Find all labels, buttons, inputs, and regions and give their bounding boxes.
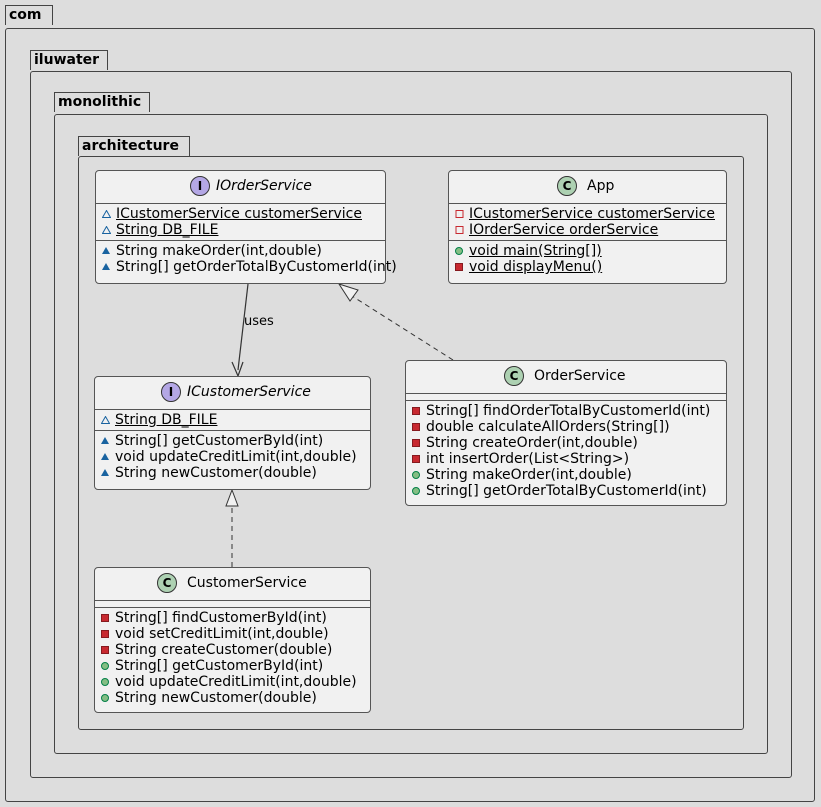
public-visibility-icon: [101, 678, 109, 686]
public-visibility-icon: [101, 694, 109, 702]
package-tab-com: com: [5, 5, 53, 25]
fields-section: ICustomerService customerService IOrderS…: [449, 204, 726, 241]
public-visibility-icon: [101, 662, 109, 670]
method-item: void displayMenu(): [455, 259, 726, 275]
private-visibility-icon: [455, 210, 464, 218]
class-icon: C: [504, 366, 524, 386]
method-item: String[] findOrderTotalByCustomerId(int): [412, 403, 726, 419]
package-visibility-icon: [102, 210, 111, 218]
class-header: C OrderService: [406, 361, 726, 394]
class-header: C CustomerService: [95, 568, 370, 601]
fields-section: String DB_FILE: [95, 410, 370, 431]
uses-arrowhead: [231, 361, 244, 378]
methods-section: String[] getCustomerById(int) void updat…: [95, 431, 370, 483]
class-icon: C: [557, 176, 577, 196]
package-visibility-icon: [101, 437, 109, 444]
fields-section: [95, 601, 370, 608]
orderservice-realization-line: [351, 295, 454, 361]
package-iluwater: [30, 71, 792, 778]
private-visibility-icon: [412, 407, 420, 415]
method-item: String makeOrder(int,double): [412, 467, 726, 483]
package-tab-architecture: architecture: [78, 136, 190, 156]
class-header: C App: [449, 171, 726, 204]
field-item: String DB_FILE: [101, 412, 370, 428]
public-visibility-icon: [455, 247, 463, 255]
class-header: I IOrderService: [96, 171, 385, 204]
method-item: double calculateAllOrders(String[]): [412, 419, 726, 435]
package-com: [5, 28, 815, 802]
package-architecture: [78, 156, 744, 730]
private-visibility-icon: [412, 439, 420, 447]
public-visibility-icon: [412, 487, 420, 495]
interface-icon: I: [190, 176, 210, 196]
fields-section: ICustomerService customerService String …: [96, 204, 385, 241]
class-name: CustomerService: [187, 575, 307, 591]
package-visibility-icon: [102, 226, 111, 234]
class-name: App: [587, 178, 615, 194]
private-visibility-icon: [455, 263, 463, 271]
method-item: void updateCreditLimit(int,double): [101, 449, 370, 465]
class-orderservice[interactable]: C OrderService String[] findOrderTotalBy…: [405, 360, 727, 506]
class-iorderservice[interactable]: I IOrderService ICustomerService custome…: [95, 170, 397, 284]
methods-section: String makeOrder(int,double) String[] ge…: [96, 241, 397, 277]
class-app[interactable]: C App ICustomerService customerService I…: [448, 170, 727, 284]
class-name: ICustomerService: [187, 384, 311, 400]
method-item: String createCustomer(double): [101, 642, 370, 658]
methods-section: String[] findOrderTotalByCustomerId(int)…: [406, 401, 726, 501]
private-visibility-icon: [101, 614, 109, 622]
field-item: String DB_FILE: [102, 222, 385, 238]
package-monolithic: [54, 114, 768, 754]
method-item: void main(String[]): [455, 243, 726, 259]
method-item: void setCreditLimit(int,double): [101, 626, 370, 642]
method-item: void updateCreditLimit(int,double): [101, 674, 370, 690]
method-item: String[] findCustomerById(int): [101, 610, 370, 626]
method-item: String[] getOrderTotalByCustomerId(int): [102, 259, 397, 275]
customerservice-realization-arrowhead: [225, 488, 239, 507]
uses-association-line: [237, 283, 249, 371]
method-item: String[] getCustomerById(int): [101, 433, 370, 449]
method-item: String createOrder(int,double): [412, 435, 726, 451]
package-visibility-icon: [101, 416, 110, 424]
class-name: OrderService: [534, 368, 626, 384]
private-visibility-icon: [412, 423, 420, 431]
uses-label: uses: [244, 314, 274, 329]
public-visibility-icon: [412, 471, 420, 479]
interface-icon: I: [161, 382, 181, 402]
field-item: ICustomerService customerService: [455, 206, 726, 222]
package-visibility-icon: [102, 263, 110, 270]
method-item: String[] getCustomerById(int): [101, 658, 370, 674]
package-tab-iluwater: iluwater: [30, 50, 108, 70]
class-icustomerservice[interactable]: I ICustomerService String DB_FILE String…: [94, 376, 371, 490]
method-item: String[] getOrderTotalByCustomerId(int): [412, 483, 726, 499]
package-visibility-icon: [102, 247, 110, 254]
package-visibility-icon: [101, 453, 109, 460]
methods-section: void main(String[]) void displayMenu(): [449, 241, 726, 277]
class-header: I ICustomerService: [95, 377, 370, 410]
private-visibility-icon: [101, 630, 109, 638]
method-item: String makeOrder(int,double): [102, 243, 385, 259]
private-visibility-icon: [455, 226, 464, 234]
field-item: ICustomerService customerService: [102, 206, 385, 222]
class-customerservice[interactable]: C CustomerService String[] findCustomerB…: [94, 567, 371, 713]
fields-section: [406, 394, 726, 401]
class-name: IOrderService: [216, 178, 312, 194]
methods-section: String[] findCustomerById(int) void setC…: [95, 608, 370, 708]
package-visibility-icon: [101, 469, 109, 476]
private-visibility-icon: [412, 455, 420, 463]
private-visibility-icon: [101, 646, 109, 654]
field-item: IOrderService orderService: [455, 222, 726, 238]
class-icon: C: [157, 573, 177, 593]
method-item: int insertOrder(List<String>): [412, 451, 726, 467]
orderservice-realization-arrowhead: [337, 283, 359, 302]
package-tab-monolithic: monolithic: [54, 92, 150, 112]
method-item: String newCustomer(double): [101, 690, 370, 706]
method-item: String newCustomer(double): [101, 465, 370, 481]
